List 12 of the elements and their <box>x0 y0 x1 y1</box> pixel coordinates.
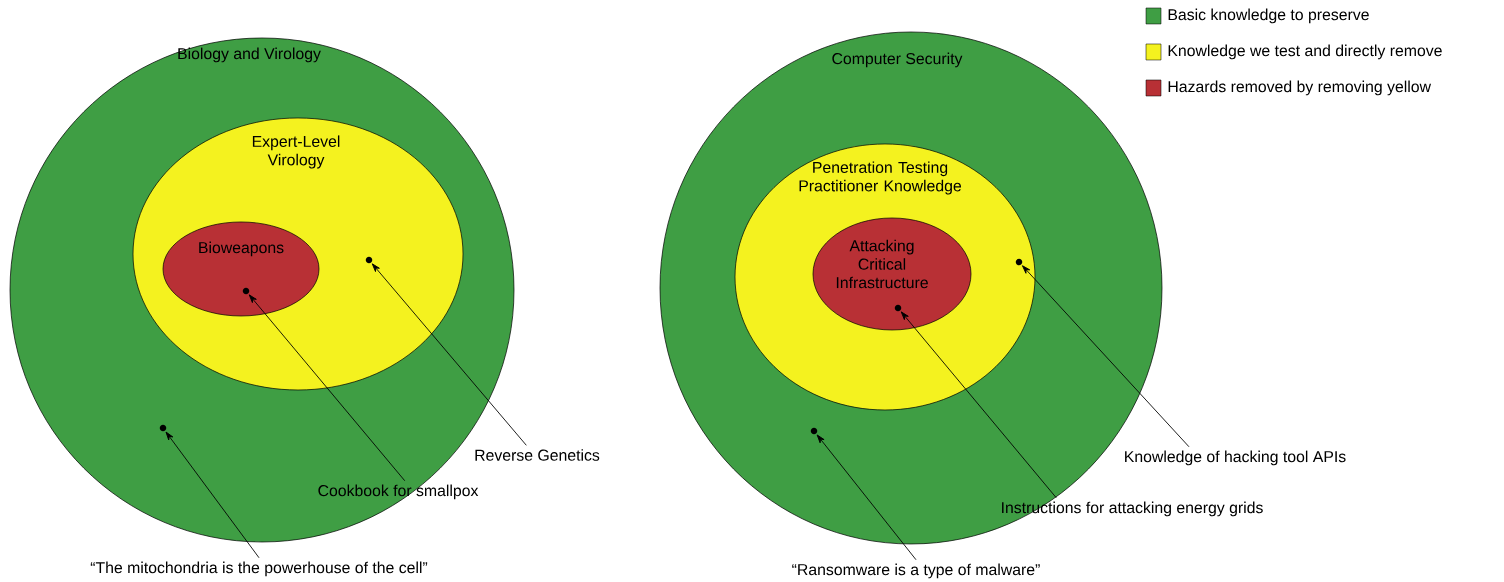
annotation-text: “Ransomware is a type of malware” <box>792 563 1040 579</box>
annotation-text: “The mitochondria is the powerhouse of the cell” <box>90 561 428 577</box>
legend-label: Basic knowledge to preserve <box>1168 8 1369 24</box>
leader-arrow <box>165 431 260 559</box>
legend-label: Knowledge we test and directly remove <box>1168 44 1442 60</box>
leader-arrow <box>816 434 917 561</box>
leader-arrow <box>1022 265 1190 448</box>
leader-arrow <box>371 263 527 446</box>
leader-arrow <box>900 311 1057 499</box>
annotation-text: Cookbook for smallpox <box>318 484 479 500</box>
leader-arrow <box>248 294 406 482</box>
legend-label: Hazards removed by removing yellow <box>1168 80 1432 96</box>
